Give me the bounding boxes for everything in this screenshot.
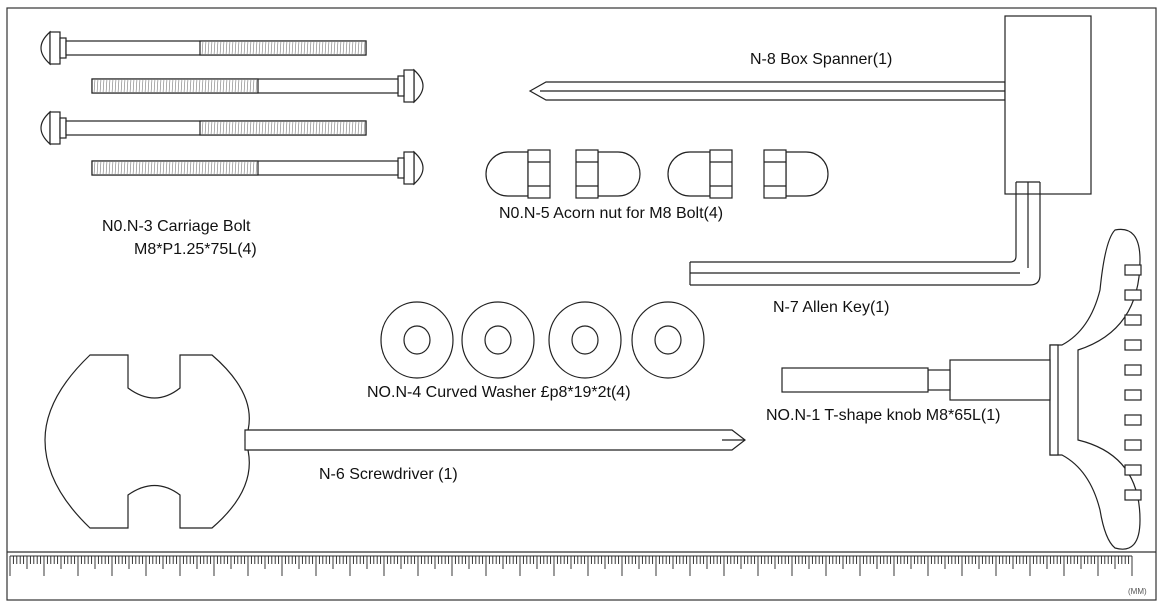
carriage-bolt-3 (40, 110, 367, 146)
carriage-bolt-label-line1: N0.N-3 Carriage Bolt (102, 218, 251, 235)
carriage-bolt-2 (91, 68, 424, 104)
allen-key (689, 181, 1041, 286)
acorn-nut-3 (667, 149, 733, 199)
ruler-ticks (9, 556, 1133, 576)
curved-washer-3 (548, 301, 622, 379)
diagram-frame (6, 7, 1157, 601)
curved-washer-1 (380, 301, 454, 379)
carriage-bolt-4 (91, 150, 424, 186)
knob-grip-ridges (1124, 264, 1142, 501)
t-shape-knob-label: NO.N-1 T-shape knob M8*65L(1) (766, 407, 1001, 424)
carriage-bolt-1 (40, 30, 367, 66)
t-shape-knob (781, 228, 1142, 550)
acorn-nut-1 (485, 149, 551, 199)
acorn-nut-2 (575, 149, 641, 199)
curved-washer-4 (631, 301, 705, 379)
curved-washer-2 (461, 301, 535, 379)
box-spanner-label: N-8 Box Spanner(1) (750, 51, 893, 68)
carriage-bolt-label-line2: M8*P1.25*75L(4) (134, 241, 257, 258)
box-spanner (528, 15, 1092, 195)
ruler-unit-label: (MM) (1128, 587, 1147, 596)
ruler (7, 551, 1156, 576)
curved-washer-label: NO.N-4 Curved Washer £p8*19*2t(4) (367, 384, 631, 401)
acorn-nut-4 (763, 149, 829, 199)
acorn-nut-label: N0.N-5 Acorn nut for M8 Bolt(4) (499, 205, 724, 222)
allen-key-label: N-7 Allen Key(1) (773, 299, 890, 316)
screwdriver (44, 354, 746, 529)
screwdriver-label: N-6 Screwdriver (1) (319, 466, 458, 483)
